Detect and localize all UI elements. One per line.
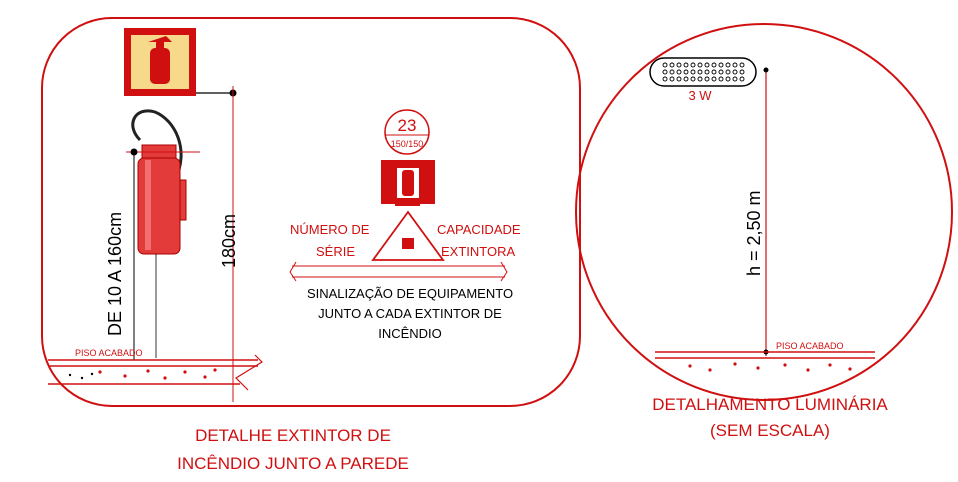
right-frame [575,23,953,401]
note-line-1: SINALIZAÇÃO DE EQUIPAMENTO [307,286,513,301]
numero-label-1: NÚMERO DE [290,222,370,237]
extinguisher-icon [131,109,187,255]
left-caption-2: INCÊNDIO JUNTO A PAREDE [177,454,409,473]
numero-label-2: SÉRIE [316,244,355,259]
capacidade-label-1: CAPACIDADE [437,222,521,237]
extinguisher-sign-icon [124,28,196,96]
floor-sign-icon [371,160,445,261]
right-caption-2: (SEM ESCALA) [710,421,830,440]
extinguisher-detail: 180cm DE 10 A 160cm PISO ACABADO [41,17,581,473]
left-frame [41,17,581,407]
emergency-lamp-icon [649,57,757,87]
height-180-label: 180cm [219,214,239,268]
badge-sub: 150/150 [391,139,424,149]
right-caption-1: DETALHAMENTO LUMINÁRIA [652,395,888,414]
note-line-2: JUNTO A CADA EXTINTOR DE [318,306,502,321]
right-floor-label: PISO ACABADO [776,341,844,351]
badge-number: 23 [398,116,417,135]
lamp-power-label: 3 W [688,88,712,103]
sign-height-label: DE 10 A 160cm [105,212,125,336]
capacidade-label-2: EXTINTORA [441,244,515,259]
left-floor-label: PISO ACABADO [75,348,143,358]
serial-badge: 23 150/150 [384,109,430,155]
left-floor: PISO ACABADO [48,348,263,391]
lamp-height-label: h = 2,50 m [744,190,764,276]
note-line-3: INCÊNDIO [378,326,442,341]
right-floor: PISO ACABADO [655,341,875,372]
luminaire-detail: 3 W h = 2,50 m PISO ACABADO DETALHAMENTO… [575,23,953,440]
left-caption-1: DETALHE EXTINTOR DE [195,426,391,445]
